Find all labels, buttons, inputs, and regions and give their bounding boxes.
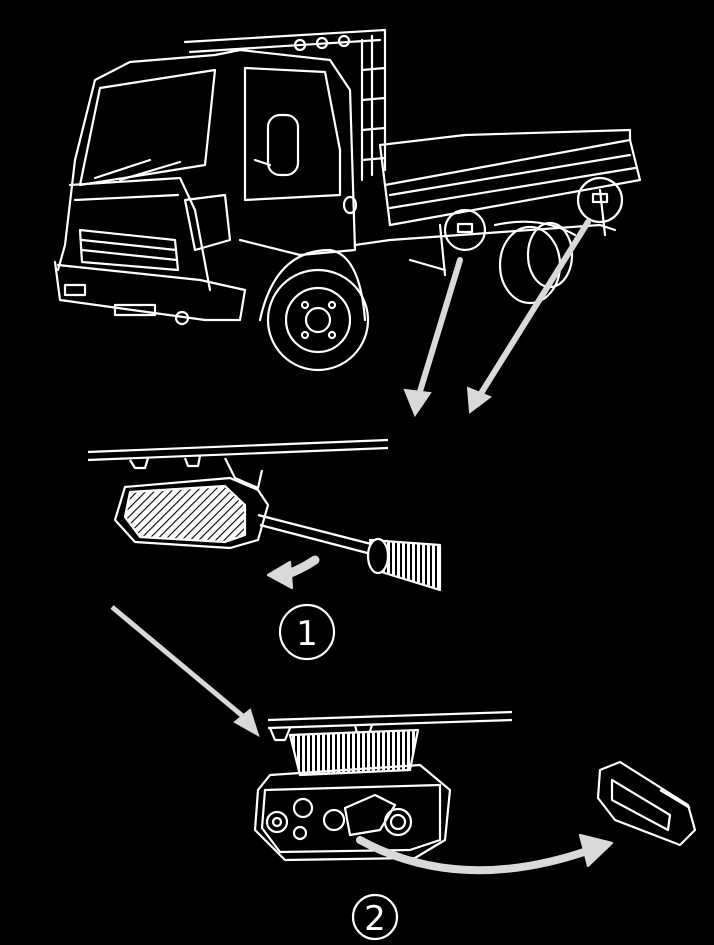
step2-number-circle — [351, 893, 399, 941]
step1-detail: 1 — [87, 438, 442, 661]
step2-pointer-arrow — [110, 605, 260, 738]
step1-number-circle — [278, 603, 336, 661]
step2-number: 2 — [364, 899, 386, 939]
pointer-arrows — [403, 219, 591, 418]
side-marker-lamp-rear — [576, 176, 624, 224]
roof-light-icon — [293, 38, 307, 52]
screwdriver-icon — [257, 513, 442, 592]
roof-light-icon — [315, 36, 329, 50]
step2-detail: 2 — [253, 710, 697, 941]
roof-light-icon — [337, 34, 351, 48]
side-marker-lamp-front — [443, 208, 487, 252]
step1-number: 1 — [296, 614, 318, 654]
truck-illustration — [53, 28, 642, 372]
bulb-icon — [596, 760, 697, 847]
